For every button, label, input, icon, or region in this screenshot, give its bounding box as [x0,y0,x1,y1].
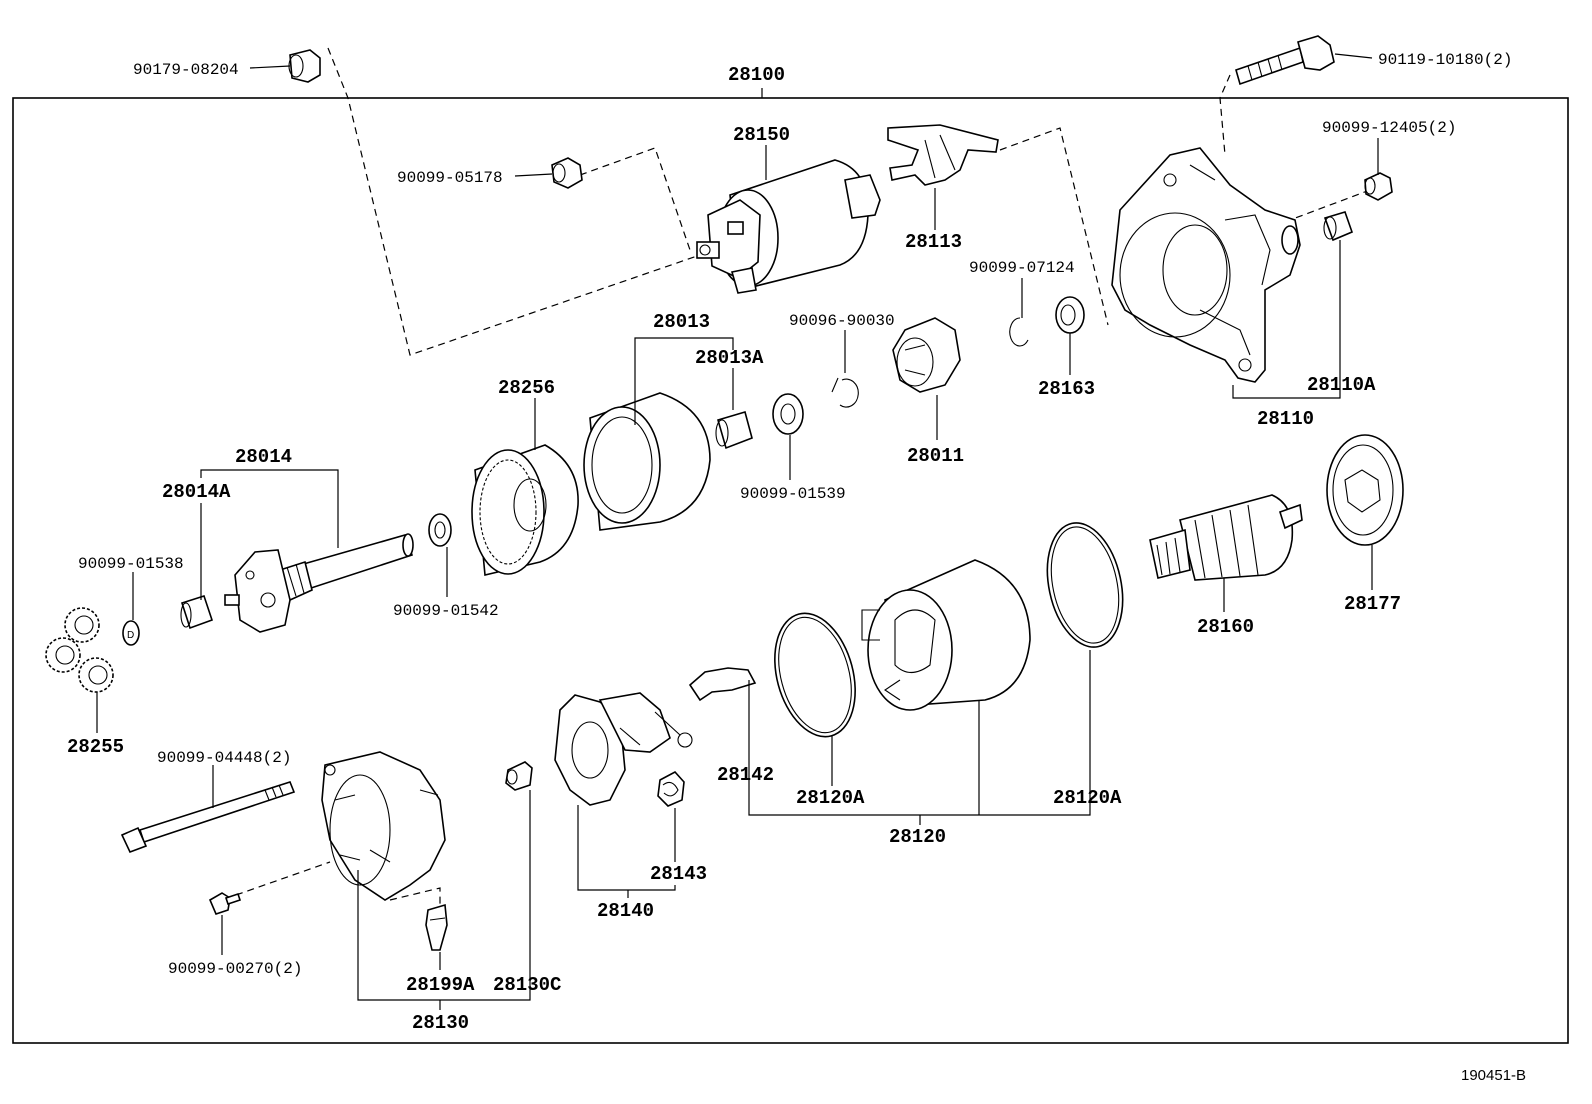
bushing-28110A-part [1323,211,1354,242]
label-28120: 28120 [889,826,946,848]
label-28142: 28142 [717,764,774,786]
label-28013: 28013 [653,311,710,333]
label-90099-00270: 90099-00270(2) [168,960,302,978]
planetary-gears-28255-part [45,607,114,693]
bolt-90119-10180-part [1235,35,1335,86]
label-28110: 28110 [1257,408,1314,430]
screw-90099-00270-part [208,892,242,915]
grommet-28199A-part [425,903,448,951]
label-28011: 28011 [907,445,964,467]
label-90099-07124: 90099-07124 [969,259,1075,277]
label-90099-12405: 90099-12405(2) [1322,119,1456,137]
label-28150: 28150 [733,124,790,146]
label-28013A: 28013A [695,347,764,369]
label-90099-04448: 90099-04448(2) [157,749,291,767]
drive-housing-28110-part [1111,147,1301,383]
label-90096-90030: 90096-90030 [789,312,895,330]
label-28113: 28113 [905,231,962,253]
snap-ring-90099-07124-part [1009,317,1029,347]
magnetic-switch-28150-part [696,159,881,294]
label-28014: 28014 [235,446,292,468]
label-28177: 28177 [1344,593,1401,615]
label-90179-08204: 90179-08204 [133,61,239,79]
part-labels: 90179-08204 28100 90119-10180(2) 28150 9… [67,51,1526,1084]
label-assembly-28100: 28100 [728,64,785,86]
washer-90099-01539-part [772,393,804,435]
label-90099-01539: 90099-01539 [740,485,846,503]
bushing-28130C-part [505,761,533,791]
bushing-28013A-part [715,410,753,450]
label-90119-10180: 90119-10180(2) [1378,51,1512,69]
bushing-90099-12405-part [1364,172,1393,201]
label-28199A: 28199A [406,974,475,996]
through-bolt-90099-04448-part [120,781,296,854]
label-28120A-left: 28120A [796,787,865,809]
label-28140: 28140 [597,900,654,922]
label-28110A: 28110A [1307,374,1376,396]
label-28160: 28160 [1197,616,1254,638]
label-28256: 28256 [498,377,555,399]
clutch-28011-part [892,317,961,393]
collar-28163-part [1055,296,1085,334]
label-28120A-right: 28120A [1053,787,1122,809]
label-28014A: 28014A [162,481,231,503]
clutch-housing-28013-part [583,392,711,531]
plate-28177-part [1326,434,1404,546]
armature-28160-part [1149,494,1303,581]
label-90099-01542: 90099-01542 [393,602,499,620]
planetary-shaft-28014-part [224,533,414,633]
leader-lines [96,53,1379,1010]
bushing-28014A-part [180,594,214,630]
washer-90099-01542-part [428,513,452,547]
o-ring-28120A-left-part [774,612,856,738]
label-90099-05178: 90099-05178 [397,169,503,187]
svg-text:D: D [127,630,134,641]
nut-90179-08204-part [288,49,321,83]
spring-28143-part [657,770,685,807]
internal-gear-28256-part [471,444,579,576]
washer-90099-01538-part: D [122,620,140,646]
reference-number: 190451-B [1461,1067,1526,1084]
label-90099-01538: 90099-01538 [78,555,184,573]
end-frame-28130-part [321,751,446,901]
assembly-frame [12,97,1569,1044]
label-28130C: 28130C [493,974,561,996]
assembly-dashed-lines [235,47,1371,905]
bushing-90099-05178-part [551,157,583,189]
brush-holder-28140-part [554,692,693,806]
label-28163: 28163 [1038,378,1095,400]
label-28130: 28130 [412,1012,469,1034]
label-28143: 28143 [650,863,707,885]
label-28255: 28255 [67,736,124,758]
lever-28113-part [887,124,999,186]
lead-wire-28142-part [688,667,757,702]
yoke-28120-part [861,559,1031,711]
o-ring-28120A-right-part [1046,522,1124,648]
snap-ring-90096-90030-part [831,377,859,408]
